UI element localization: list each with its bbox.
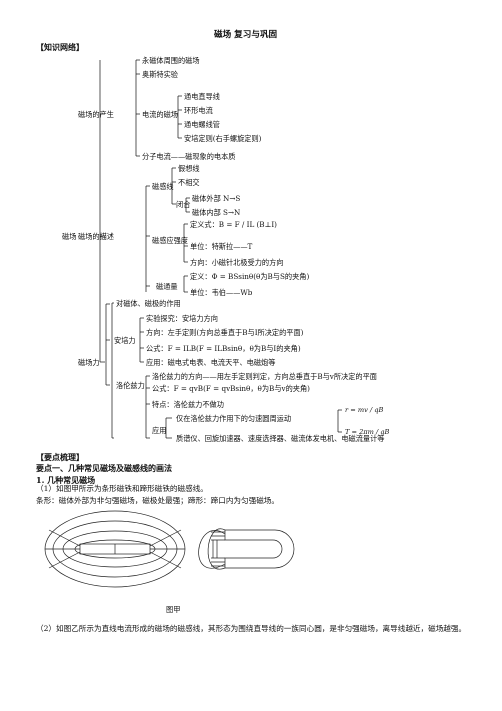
lorentz-item: 特点：洛伦兹力不做功 (152, 400, 224, 409)
intensity-item: 单位：特斯拉——T (190, 242, 253, 251)
branch3-label: 磁场力 (78, 358, 100, 367)
intensity-label: 磁感应强度 (152, 236, 188, 245)
point1-heading: 要点一、几种常见磁场及磁感线的画法 (36, 463, 172, 473)
application-item: 仅在洛伦兹力作用下的匀速圆周运动 (176, 414, 292, 423)
flux-item: 定义：Φ = BSsinθ(θ为B与S的夹角) (190, 272, 310, 281)
paragraph: 条形：磁体外部为非匀强磁场，磁极处最强；蹄形：蹄口内为匀强磁场。 (36, 496, 279, 505)
knowledge-header: 【知识网络】 (36, 42, 84, 52)
period-formula: T = 2πm / qB (345, 428, 390, 436)
field-line-item: 闭合 (176, 200, 191, 209)
branch2-label: 磁场的描述 (78, 232, 114, 241)
magnet-field-figure (44, 510, 295, 588)
application-item: 质谱仪、回旋加速器、速度选择器、磁流体发电机、电磁流量计等 (176, 434, 385, 443)
field-line-item: 不相交 (178, 178, 200, 187)
current-item: 安培定则(右手螺旋定则) (184, 134, 262, 143)
closed-item: 磁体内部 S→N (192, 208, 241, 217)
flux-label: 磁通量 (156, 282, 178, 291)
branch1-label: 磁场的产生 (78, 110, 114, 119)
ampere-item: 实验探究：安培力方向 (146, 314, 218, 323)
radius-formula: r = mv / qB (345, 406, 384, 414)
ampere-item: 公式：F = ILB(F = ILBsinθ，θ为B与I的夹角) (146, 344, 301, 353)
field-line-item: 假想线 (178, 164, 200, 173)
lorentz-item: 洛伦兹力的方向——用左手定则判定，方向总垂直于B与v所决定的平面 (152, 372, 377, 381)
paragraph: （2）如图乙所示为直线电流形成的磁场的磁感线，其形态为围绕直导线的一族同心圆，是… (36, 624, 467, 633)
branch1-item: 永磁体周围的磁场 (142, 56, 200, 65)
field-lines-label: 磁感线 (152, 182, 174, 191)
branch1-item: 奥斯特实验 (142, 70, 178, 79)
paragraph: （1）如图甲所示为条形磁铁和蹄形磁铁的磁感线。 (36, 484, 208, 493)
page-title: 磁场 复习与巩固 (214, 30, 278, 40)
lorentz-item: 公式：F = qvB(F = qvBsinθ，θ为B与v的夹角) (152, 384, 310, 393)
figure-caption: 图甲 (166, 605, 181, 614)
key-points-header: 【要点梳理】 (36, 452, 84, 462)
horseshoe-magnet (224, 529, 295, 569)
current-item: 环形电流 (184, 106, 213, 115)
lorentz-label: 洛伦兹力 (116, 381, 145, 390)
ampere-item: 方向：左手定则(方向总垂直于B与I所决定的平面) (146, 328, 304, 337)
current-item: 通电直导线 (184, 92, 220, 101)
intensity-item: 方向：小磁针北极受力的方向 (190, 258, 284, 267)
intensity-item: 定义式：B = F / IL (B⊥I) (190, 220, 277, 229)
root-node: 磁场 (62, 232, 77, 241)
application-label: 应用 (152, 426, 167, 435)
branch1-item: 电流的磁场 (142, 110, 178, 119)
magnet-action: 对磁体、磁极的作用 (116, 299, 181, 308)
flux-item: 单位：韦伯——Wb (190, 288, 253, 297)
branch1-item: 分子电流——磁现象的电本质 (142, 152, 236, 161)
ampere-label: 安培力 (114, 336, 136, 345)
sub1-heading: 1. 几种常见磁场 (36, 475, 96, 485)
closed-item: 磁体外部 N→S (192, 194, 241, 203)
current-item: 通电螺线管 (184, 120, 220, 129)
ampere-item: 应用：磁电式电表、电流天平、电磁炮等 (146, 358, 276, 367)
